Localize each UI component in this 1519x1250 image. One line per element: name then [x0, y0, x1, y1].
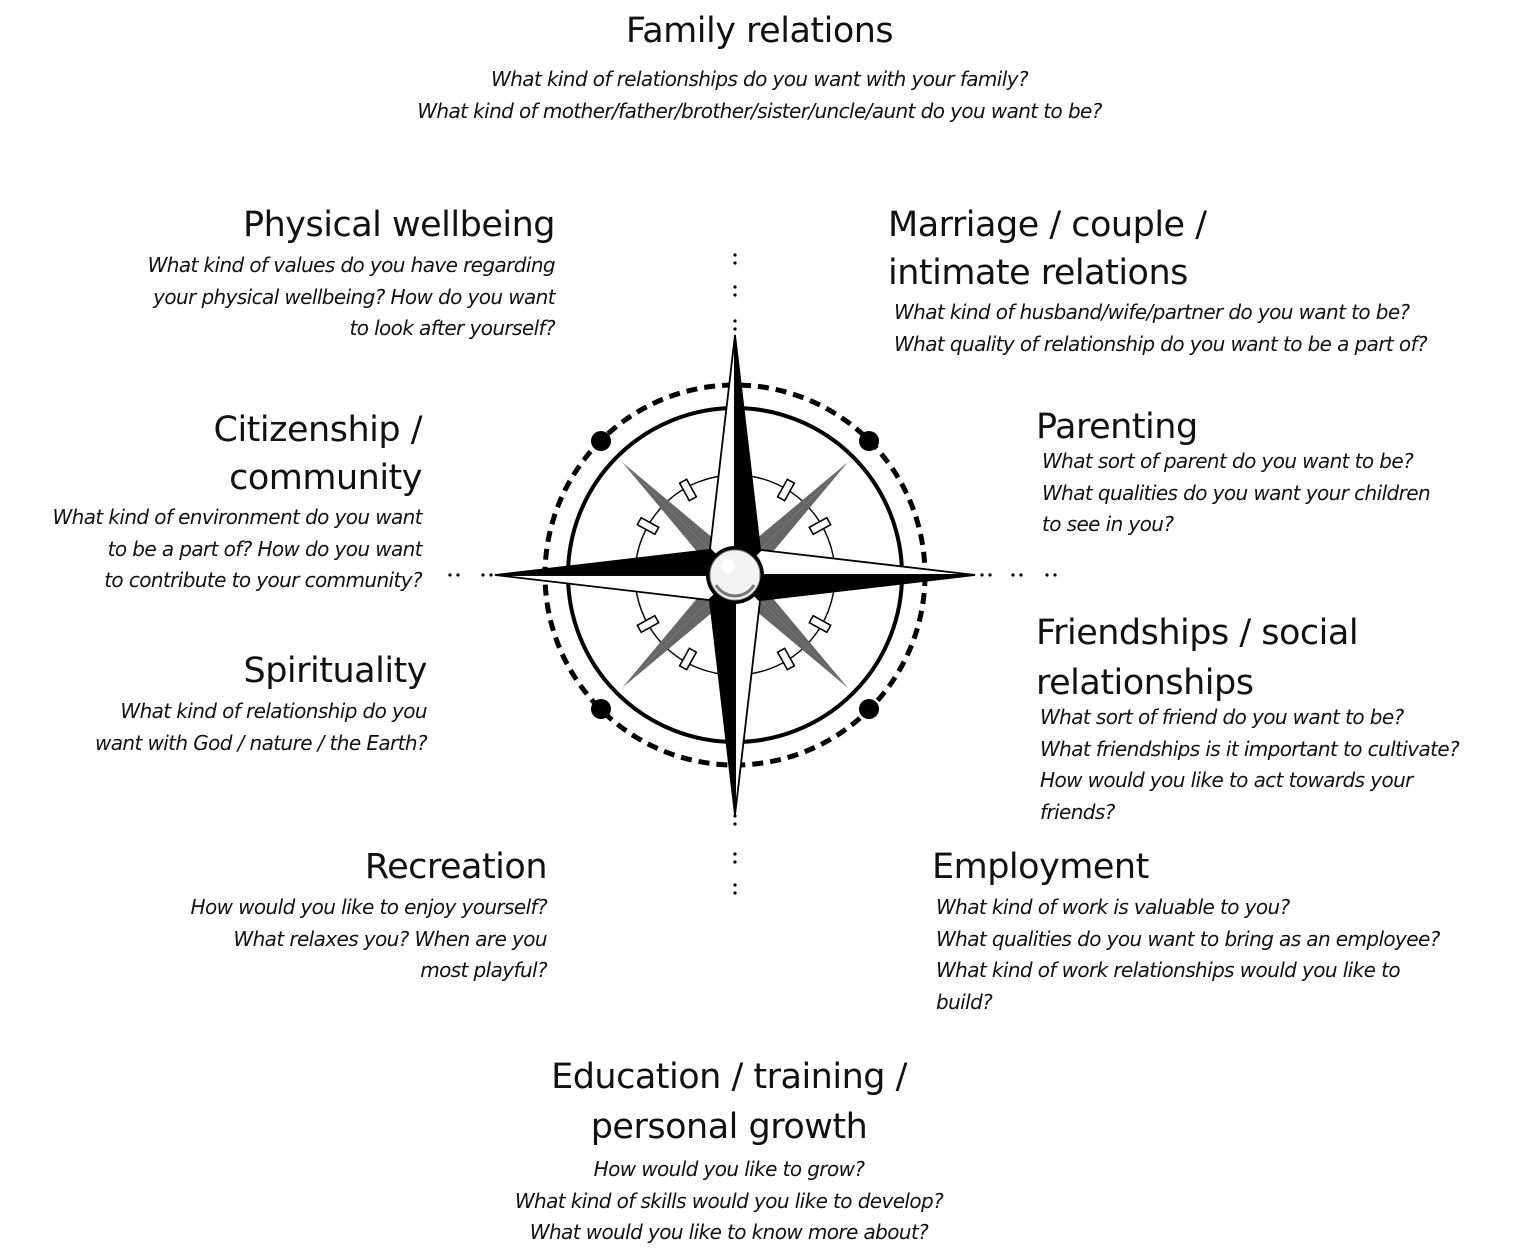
cardinal-points	[494, 334, 976, 816]
education-question: How would you like to grow?	[593, 1157, 865, 1181]
family-relations-title: Family relations	[625, 11, 894, 51]
spirituality-title: Spirituality	[243, 651, 427, 691]
friendships-title: Friendships / social	[1036, 613, 1359, 653]
citizenship-question: to be a part of? How do you want	[107, 536, 423, 561]
employment-question: build?	[936, 989, 993, 1014]
education-title: personal growth	[590, 1107, 868, 1147]
physical-wellbeing-title: Physical wellbeing	[243, 205, 555, 245]
marriage-question: What quality of relationship do you want…	[894, 331, 1428, 356]
section-marriage-couple: Marriage / couple / intimate relations W…	[888, 201, 1503, 360]
spirituality-question: What kind of relationship do you	[120, 699, 427, 723]
education-title: Education / training /	[551, 1057, 907, 1097]
marriage-title: Marriage / couple /	[888, 205, 1207, 245]
marriage-question: What kind of husband/wife/partner do you…	[894, 300, 1410, 324]
section-employment: Employment What kind of work is valuable…	[932, 844, 1512, 1018]
employment-question: What kind of work is valuable to you?	[936, 895, 1290, 919]
physical-wellbeing-question: What kind of values do you have regardin…	[147, 253, 556, 277]
parenting-question: What qualities do you want your children	[1042, 480, 1431, 505]
employment-question: What qualities do you want to bring as a…	[936, 926, 1440, 951]
employment-title: Employment	[932, 847, 1149, 887]
section-physical-wellbeing: Physical wellbeing What kind of values d…	[40, 202, 556, 345]
section-recreation: Recreation How would you like to enjoy y…	[60, 844, 548, 987]
ring-dots	[591, 431, 879, 719]
parenting-question: to see in you?	[1042, 512, 1174, 536]
education-question: What kind of skills would you like to de…	[514, 1188, 944, 1213]
family-relations-question: What kind of mother/father/brother/siste…	[417, 98, 1102, 123]
ring-markers	[636, 478, 832, 671]
friendships-question: What sort of friend do you want to be?	[1040, 705, 1404, 729]
section-family-relations: Family relations What kind of relationsh…	[0, 8, 1519, 127]
section-parenting: Parenting What sort of parent do you wan…	[1036, 404, 1506, 541]
section-citizenship-community: Citizenship / community What kind of env…	[0, 406, 422, 597]
friendships-question: friends?	[1040, 799, 1115, 824]
recreation-question: What relaxes you? When are you	[233, 926, 547, 951]
friendships-question: How would you like to act towards your	[1040, 768, 1413, 792]
recreation-question: most playful?	[420, 958, 547, 982]
citizenship-question: to contribute to your community?	[104, 568, 422, 592]
marriage-title: intimate relations	[888, 253, 1188, 293]
physical-wellbeing-question: your physical wellbeing? How do you want	[153, 284, 555, 309]
recreation-question: How would you like to enjoy yourself?	[190, 895, 548, 919]
section-spirituality: Spirituality What kind of relationship d…	[30, 648, 428, 759]
axis-dots	[448, 253, 1057, 895]
citizenship-question: What kind of environment do you want	[52, 505, 422, 529]
center-hub	[706, 546, 764, 604]
section-friendships: Friendships / social relationships What …	[1036, 608, 1516, 828]
education-question: What would you like to know more about?	[529, 1220, 929, 1244]
friendships-title: relationships	[1036, 663, 1254, 703]
section-education: Education / training / personal growth H…	[429, 1052, 1029, 1249]
recreation-title: Recreation	[364, 847, 548, 887]
physical-wellbeing-question: to look after yourself?	[349, 316, 555, 340]
parenting-title: Parenting	[1036, 407, 1198, 447]
family-relations-question: What kind of relationships do you want w…	[491, 67, 1029, 91]
citizenship-title: Citizenship /	[213, 410, 423, 450]
spirituality-question: want with God / nature / the Earth?	[94, 730, 428, 755]
citizenship-title: community	[229, 458, 422, 498]
parenting-question: What sort of parent do you want to be?	[1042, 449, 1414, 473]
friendships-question: What friendships is it important to cult…	[1040, 736, 1460, 761]
employment-question: What kind of work relationships would yo…	[936, 958, 1401, 982]
